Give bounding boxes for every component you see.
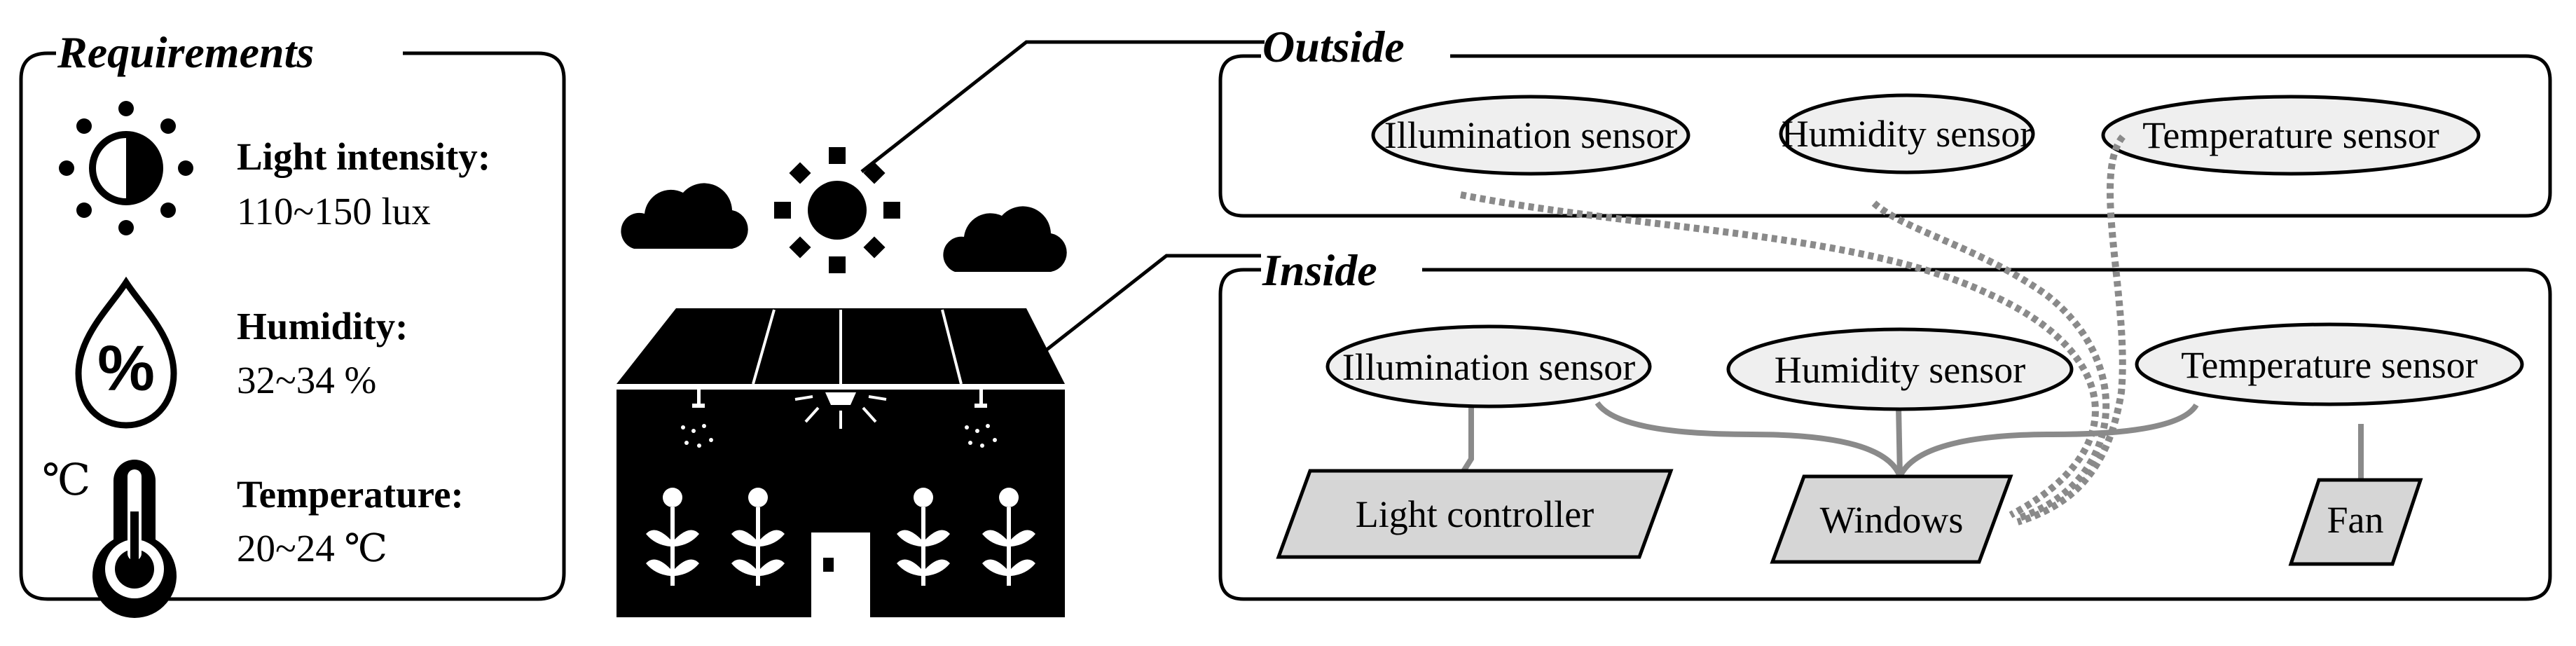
outside-border [1218, 54, 2552, 218]
inside-title: Inside [1262, 245, 1377, 295]
outside-panel: Outside Illumination sensor Humidity sen… [1218, 22, 2552, 218]
plant-icon [646, 488, 699, 586]
humidity-value: 32~34 % [237, 359, 376, 401]
svg-text:Temperature sensor: Temperature sensor [2181, 344, 2478, 386]
svg-text:Humidity:: Humidity: [237, 305, 408, 348]
outside-to-windows-links [1460, 134, 2126, 525]
label-separator: : [395, 305, 408, 348]
humidity-drop-icon: % [75, 276, 177, 429]
light-intensity-value: 110~150 lux [237, 190, 431, 233]
inside-humidity-sensor: Humidity sensor [1726, 327, 2074, 411]
svg-text:Temperature:: Temperature: [237, 473, 464, 516]
inside-panel: Inside Illumination sensor Humidity sens… [1218, 134, 2552, 601]
inside-illumination-sensor: Illumination sensor [1325, 324, 1652, 408]
svg-text:Illumination sensor: Illumination sensor [1384, 114, 1677, 156]
inside-leader-line [1028, 254, 1261, 364]
requirements-border [19, 51, 566, 601]
svg-text:Windows: Windows [1820, 499, 1964, 541]
label-separator: : [451, 473, 464, 516]
outside-humidity-sensor: Humidity sensor [1779, 93, 2035, 174]
percent-sign: % [97, 333, 155, 404]
greenhouse-illustration [617, 40, 1265, 617]
fan-actuator: Fan [2288, 478, 2423, 566]
plant-icon [897, 488, 950, 586]
svg-text:Fan: Fan [2327, 499, 2384, 541]
light-intensity-icon [59, 101, 193, 235]
light-intensity-label: Light intensity [237, 135, 478, 178]
svg-text:Illumination sensor: Illumination sensor [1342, 346, 1635, 388]
outside-temperature-sensor: Temperature sensor [2101, 95, 2481, 176]
temperature-value: 20~24 ℃ [237, 527, 387, 570]
requirements-panel: Requirements Light intensity: 110~150 lu… [19, 27, 566, 618]
temperature-label: Temperature [237, 473, 451, 516]
svg-text:Temperature sensor: Temperature sensor [2142, 114, 2439, 156]
svg-text:Humidity sensor: Humidity sensor [1775, 349, 2026, 391]
plant-icon [731, 488, 785, 586]
svg-text:Humidity sensor: Humidity sensor [1782, 113, 2033, 155]
greenhouse-door [811, 532, 870, 617]
windows-actuator: Windows [1770, 474, 2013, 564]
cloud-icon [621, 183, 748, 249]
svg-text:Light intensity:: Light intensity: [237, 135, 490, 178]
label-separator: : [478, 135, 490, 178]
cloud-icon [943, 206, 1067, 272]
thermometer-icon: ℃ [42, 457, 177, 618]
outside-title: Outside [1262, 22, 1405, 71]
svg-text:Light controller: Light controller [1356, 493, 1594, 535]
sun-icon [774, 147, 900, 273]
requirements-title: Requirements [57, 27, 314, 77]
inside-border [1218, 268, 2552, 601]
celsius-symbol: ℃ [42, 457, 90, 504]
outside-leader-line [860, 40, 1265, 173]
humidity-label: Humidity [237, 305, 395, 348]
inside-temperature-sensor: Temperature sensor [2135, 322, 2524, 406]
light-controller-actuator: Light controller [1276, 469, 1674, 559]
outside-illumination-sensor: Illumination sensor [1371, 95, 1690, 176]
plant-icon [982, 488, 1035, 586]
